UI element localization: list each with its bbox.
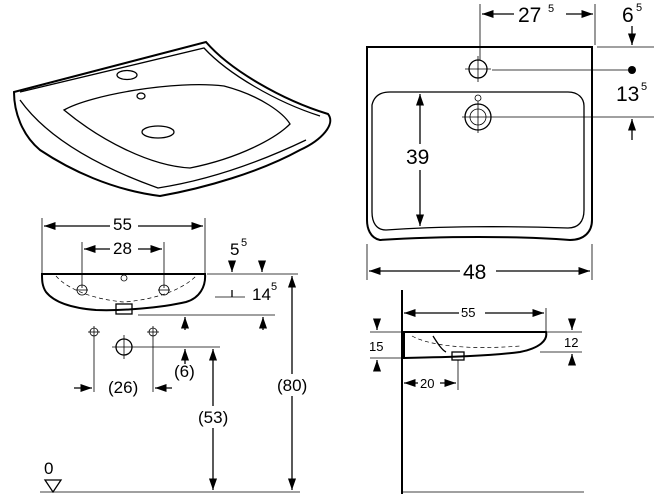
top-fixing-point — [628, 66, 636, 74]
basin-outline — [12, 40, 332, 198]
drain-hole — [141, 125, 175, 139]
dim-tap-spacing: 28 — [113, 239, 132, 258]
front-waste — [115, 303, 133, 315]
fixing-points — [88, 326, 159, 359]
tap-hole — [116, 69, 138, 81]
dim-width-top: 48 — [463, 261, 486, 284]
front-view: 55 28 5 5 14 5 — [40, 214, 310, 494]
dim-waste-height: (53) — [198, 408, 228, 427]
side-view: 55 15 12 20 — [369, 290, 584, 494]
dim-fix-offset: (6) — [174, 362, 195, 381]
basin-bowl — [62, 83, 291, 169]
dim-waste-side: 20 — [420, 376, 434, 391]
floor-marker — [43, 479, 63, 494]
svg-text:5: 5 — [548, 3, 554, 15]
dim-fix-spacing: (26) — [108, 378, 138, 397]
dim-rim: 5 — [230, 240, 239, 259]
dim-bowl: 14 — [252, 285, 271, 304]
svg-text:5: 5 — [636, 2, 642, 14]
dim-front-height: 12 — [564, 335, 578, 350]
dim-side-height: 15 — [369, 339, 383, 354]
dim-tap-offset: 27 — [518, 4, 541, 27]
top-view: 27 5 6 5 13 5 39 48 — [366, 2, 654, 284]
basin-front-curve — [19, 99, 307, 189]
dim-rim-height: (80) — [277, 376, 307, 395]
floor-label: 0 — [44, 459, 53, 478]
dim-waste-offset: 13 — [616, 83, 639, 106]
svg-text:5: 5 — [641, 81, 647, 93]
dim-projection: 55 — [461, 305, 475, 320]
basin-rim-inner — [19, 47, 321, 117]
top-overflow — [474, 94, 482, 102]
side-basin-outline — [403, 331, 548, 360]
svg-text:5: 5 — [241, 237, 247, 249]
front-basin-outline — [40, 273, 207, 312]
top-basin-bowl — [371, 91, 585, 231]
overflow-hole — [136, 92, 146, 100]
dim-depth: 39 — [406, 146, 429, 169]
dim-width-front: 55 — [113, 215, 132, 234]
top-basin-outline — [366, 46, 593, 242]
dim-top-margin: 6 — [622, 4, 634, 27]
svg-text:5: 5 — [271, 281, 277, 293]
perspective-view — [12, 40, 332, 198]
